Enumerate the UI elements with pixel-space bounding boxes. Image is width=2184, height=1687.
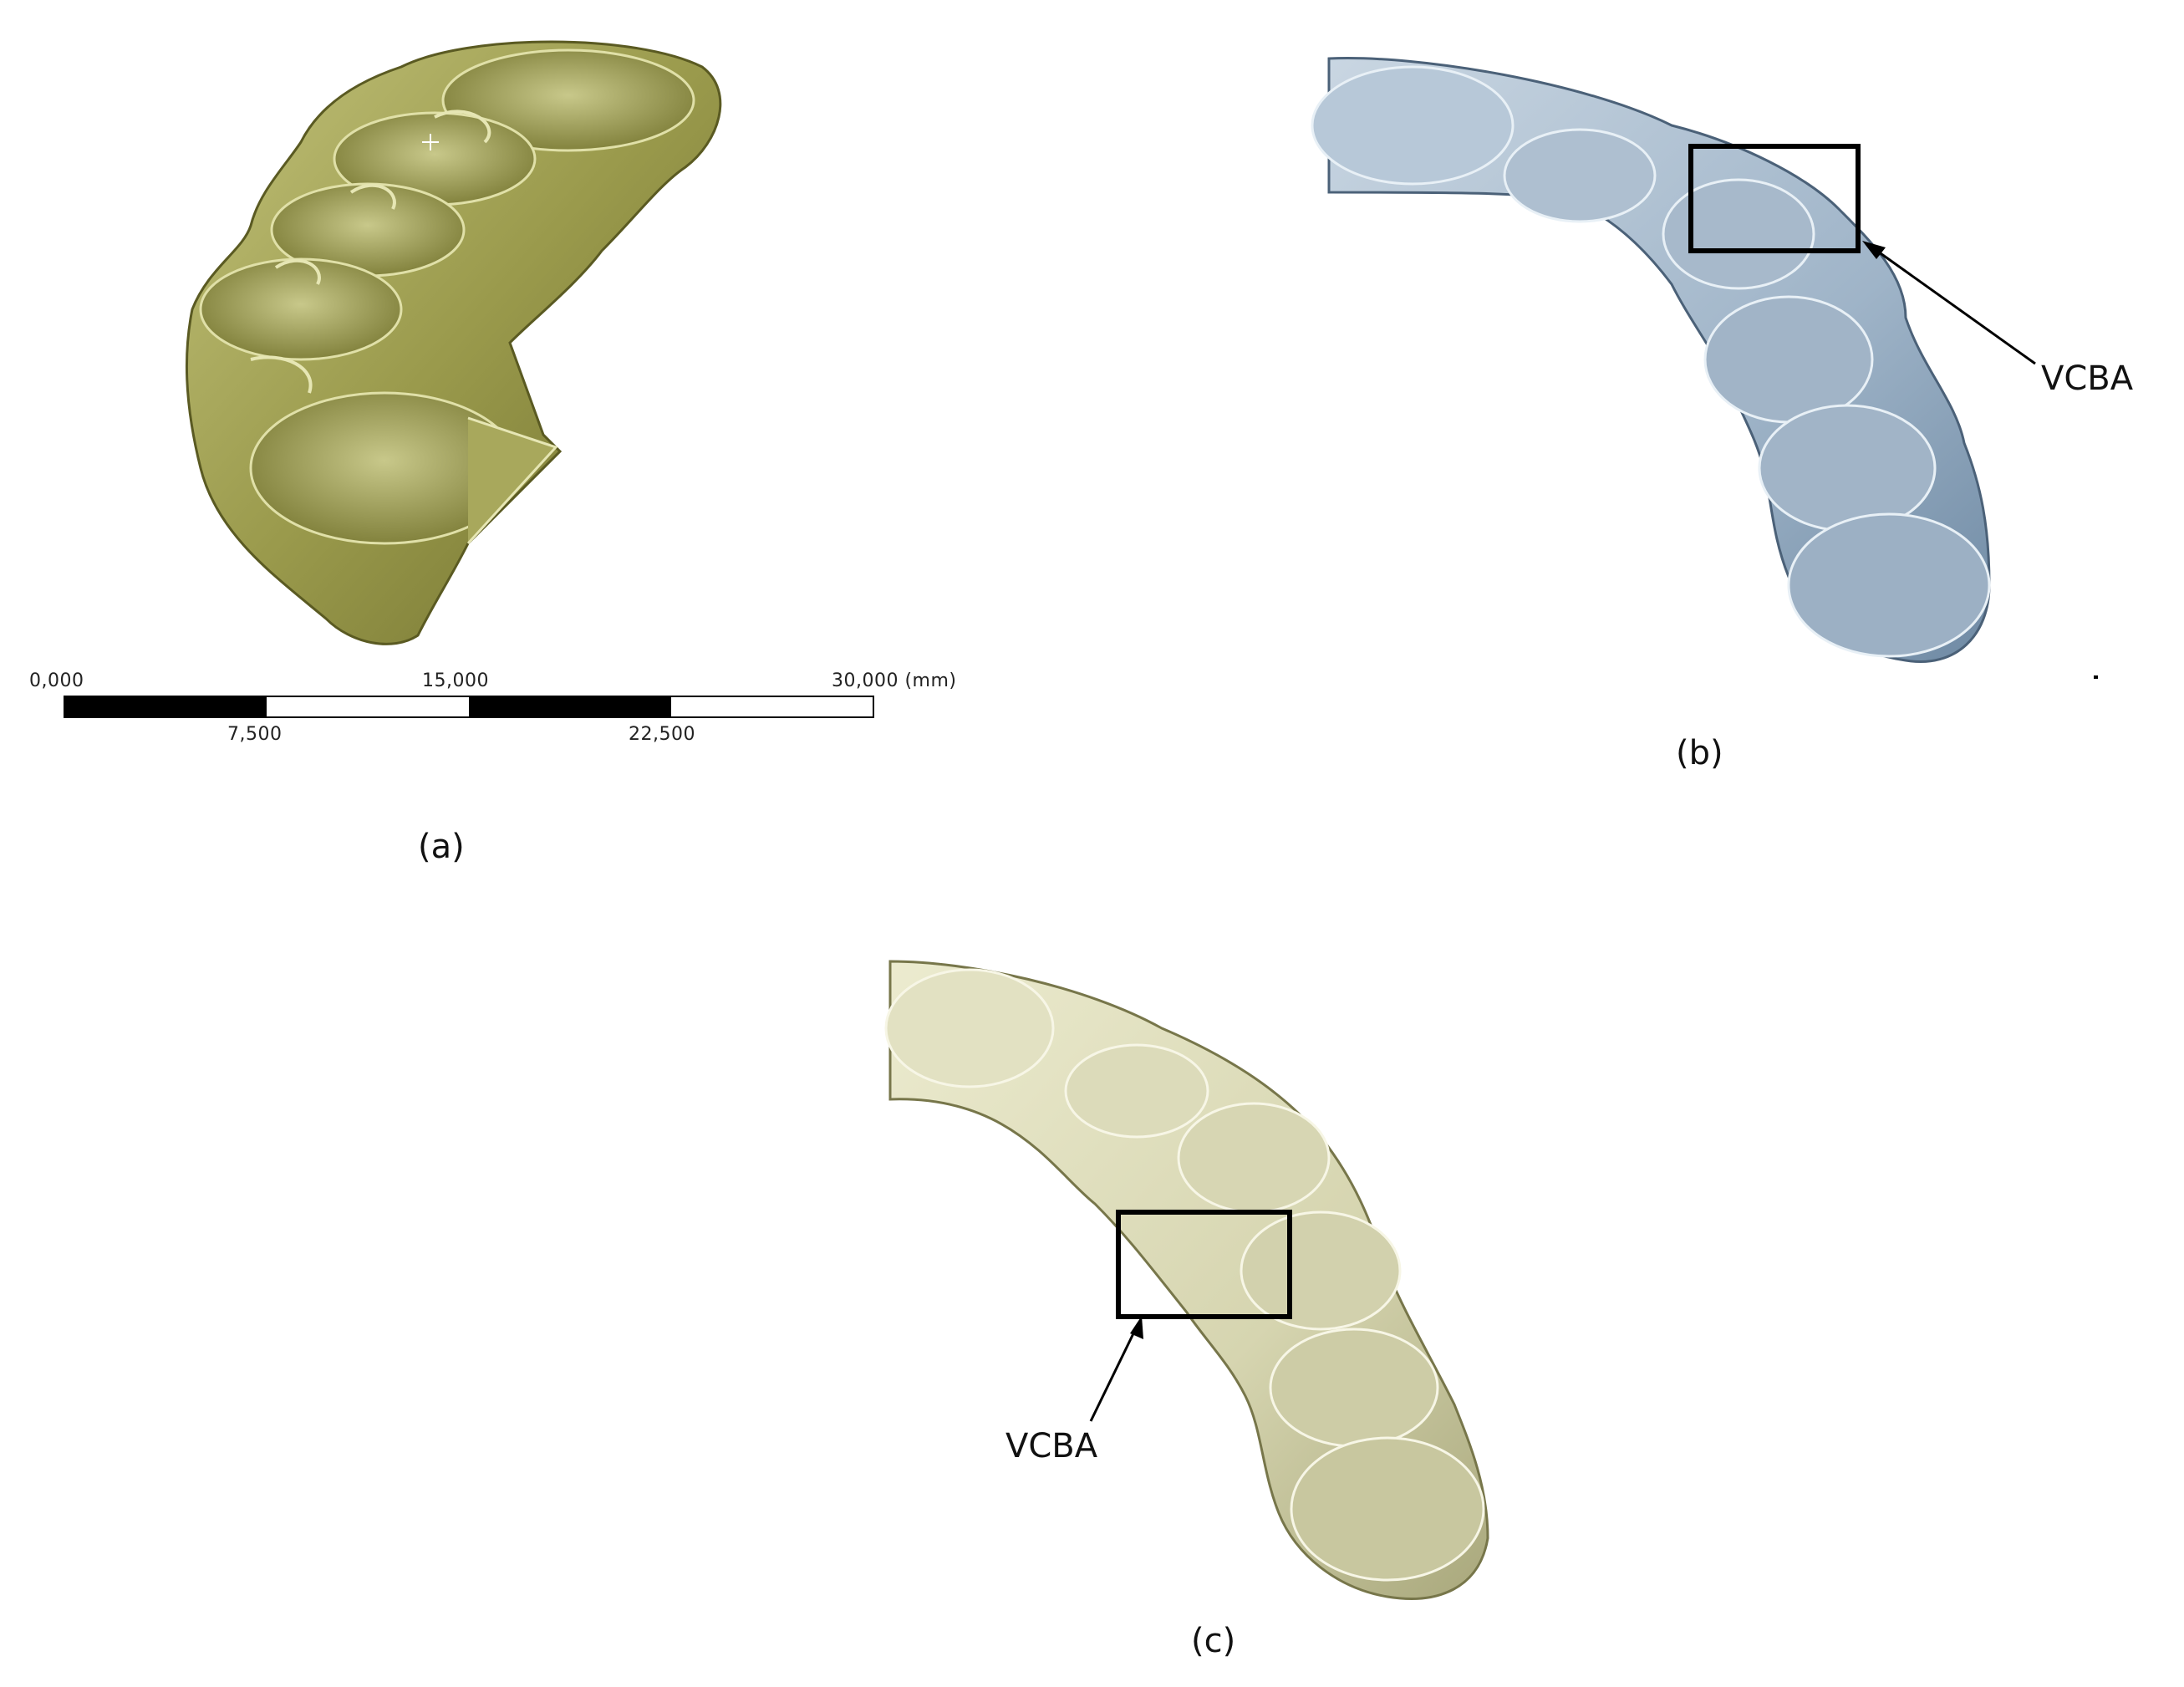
caption-c: (c) [1191,1622,1236,1660]
scale-bar [64,696,874,718]
panel-a: 0,000 15,000 30,000 (mm) 7,500 22,500 (a… [0,0,1087,920]
scale-tick-22500: 22,500 [629,724,695,745]
panel-b: VCBA (b) [1311,50,2181,803]
dental-bridge-model-b [1311,57,2098,679]
scale-bar-graphic [64,696,874,718]
scale-tick-0: 0,000 [29,670,84,691]
dental-bridge-model-c [884,960,1489,1600]
vcba-label-c: VCBA [1005,1427,1098,1465]
caption-b: (b) [1676,734,1723,772]
panel-c: VCBA (c) [884,953,1555,1680]
vcba-highlight-box-b [1688,144,1861,253]
scale-tick-30000: 30,000 (mm) [832,670,957,691]
vcba-label-b: VCBA [2041,359,2134,398]
dental-bridge-model-a [185,40,722,645]
scale-tick-15000: 15,000 [422,670,489,691]
vcba-highlight-box-c [1116,1210,1292,1319]
caption-a: (a) [418,828,465,866]
scale-tick-7500: 7,500 [227,724,283,745]
